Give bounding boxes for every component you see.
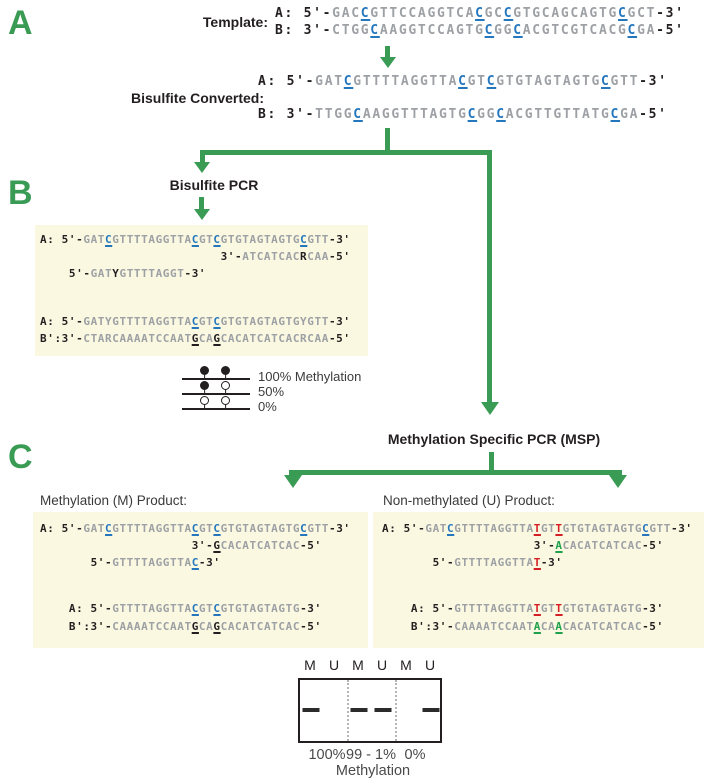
- gel-divider: [347, 680, 349, 741]
- branch-right-drop: [487, 154, 492, 403]
- legend-row-50: 50%: [182, 379, 382, 399]
- converted-strand-b: B: 3'-TTGGCAAGGTTTAGTGCGGCACGTTGTTATGCGA…: [258, 107, 668, 122]
- u-product-box: [373, 512, 704, 648]
- branch-left-arrowhead: [194, 162, 210, 173]
- gel-group-label-100: 100%: [308, 747, 346, 763]
- section-c-label: C: [8, 438, 34, 476]
- gel-lane-header: U: [376, 657, 388, 673]
- template-strand-a: A: 5'-GACCGTTCCAGGTCACGCCGTGCAGCAGTGCGCT…: [275, 6, 685, 21]
- gel-lane-header: U: [424, 657, 436, 673]
- u-row-product-b: B':3'-CAAAATCCAATACAACACATCATCAC-5': [410, 620, 664, 633]
- gel-lane-header: M: [304, 657, 316, 673]
- bpcr-row-product-b: B':3'-CTARCAAAATCCAATGCAGCACATCATCACRCAA…: [40, 332, 351, 345]
- branch-stem: [385, 128, 390, 152]
- bisulfite-pcr-box: [35, 225, 368, 356]
- template-strand-b: B: 3'-CTGGCAAGGTCCAGTGCGGCACGTCGTCACGCGA…: [275, 23, 685, 38]
- u-row-product-a: A: 5'-GTTTTAGGTTATGTTGTGTAGTAGTG-3': [410, 602, 664, 615]
- legend-label-100: 100% Methylation: [258, 369, 362, 384]
- gel-diagram: [298, 678, 442, 743]
- legend-line: [182, 393, 250, 395]
- converted-strand-a: A: 5'-GATCGTTTTAGGTTACGTCGTGTAGTAGTGCGTT…: [258, 74, 668, 89]
- msp-branch-stem: [489, 452, 494, 472]
- m-product-label: Methylation (M) Product:: [40, 493, 188, 508]
- m-row-product-b: B':3'-CAAAATCCAATGCAGCACATCATCAC-5': [68, 620, 322, 633]
- gel-band: [350, 708, 368, 712]
- methylation-dot: [200, 396, 209, 405]
- legend-line: [182, 378, 250, 380]
- gel-lane-header: M: [352, 657, 364, 673]
- section-a-label: A: [8, 4, 34, 42]
- arrow-bisulfite-pcr-stem: [199, 197, 204, 210]
- m-row-product-a: A: 5'-GTTTTAGGTTACGTCGTGTAGTAGTG-3': [68, 602, 322, 615]
- u-row-reverse-primer: 3'-ACACATCATCAC-5': [533, 539, 664, 552]
- gel-group-label-0: 0%: [404, 747, 426, 763]
- u-row-forward-primer: 5'-GTTTTAGGTTAT-3': [432, 556, 563, 569]
- methylation-dot: [221, 366, 230, 375]
- bpcr-row-product-a: A: 5'-GATYGTTTTAGGTTACGTCGTGTAGTAGTGYGTT…: [40, 315, 351, 328]
- arrow-bisulfite-pcr-head: [194, 209, 210, 220]
- gel-group-label-99-1: 99 - 1%: [346, 747, 396, 763]
- methylation-dot: [221, 381, 230, 390]
- branch-right-arrowhead: [481, 402, 499, 415]
- bpcr-row-template: A: 5'-GATCGTTTTAGGTTACGTCGTGTAGTAGTGCGTT…: [40, 233, 351, 246]
- msp-branch-crossbar: [289, 470, 622, 475]
- legend-row-100: 100% Methylation: [182, 364, 382, 384]
- branch-crossbar: [200, 150, 492, 155]
- u-row-template: A: 5'-GATCGTTTTAGGTTATGTTGTGTAGTAGTGCGTT…: [382, 522, 693, 535]
- gel-band: [422, 708, 440, 712]
- msp-title: Methylation Specific PCR (MSP): [387, 431, 601, 447]
- legend-label-0: 0%: [258, 399, 277, 414]
- bisulfite-converted-label: Bisulfite Converted:: [131, 90, 265, 106]
- gel-band: [302, 708, 320, 712]
- gel-lane-header: U: [328, 657, 340, 673]
- arrow-template-to-converted-stem: [385, 46, 390, 58]
- legend-label-50: 50%: [258, 384, 285, 399]
- methylation-dot: [200, 381, 209, 390]
- legend-line: [182, 408, 250, 410]
- gel-lane-headers: M U M U M U: [298, 657, 442, 673]
- m-row-template: A: 5'-GATCGTTTTAGGTTACGTCGTGTAGTAGTGCGTT…: [40, 522, 351, 535]
- gel-lane-header: M: [400, 657, 412, 673]
- template-label: Template:: [202, 14, 268, 30]
- u-product-label: Non-methylated (U) Product:: [383, 493, 555, 508]
- section-b-label: B: [8, 174, 34, 212]
- methylation-dot: [221, 396, 230, 405]
- gel-divider: [395, 680, 397, 741]
- bisulfite-pcr-label: Bisulfite PCR: [169, 177, 259, 193]
- gel-xaxis-label: Methylation: [335, 763, 411, 779]
- methylation-dot: [200, 366, 209, 375]
- gel-band: [374, 708, 392, 712]
- m-row-reverse-primer: 3'-GCACATCATCAC-5': [191, 539, 322, 552]
- msp-right-arrowhead: [609, 475, 627, 488]
- branch-left-drop: [200, 154, 205, 163]
- m-row-forward-primer: 5'-GTTTTAGGTTAC-3': [90, 556, 221, 569]
- bpcr-row-reverse-primer: 3'-ATCATCACRCAA-5': [220, 250, 351, 263]
- arrow-template-to-converted-head: [380, 57, 396, 68]
- m-product-box: [33, 512, 368, 648]
- legend-row-0: 0%: [182, 394, 382, 414]
- msp-left-arrowhead: [284, 475, 302, 488]
- bpcr-row-forward-primer: 5'-GATYGTTTTAGGT-3': [68, 267, 207, 280]
